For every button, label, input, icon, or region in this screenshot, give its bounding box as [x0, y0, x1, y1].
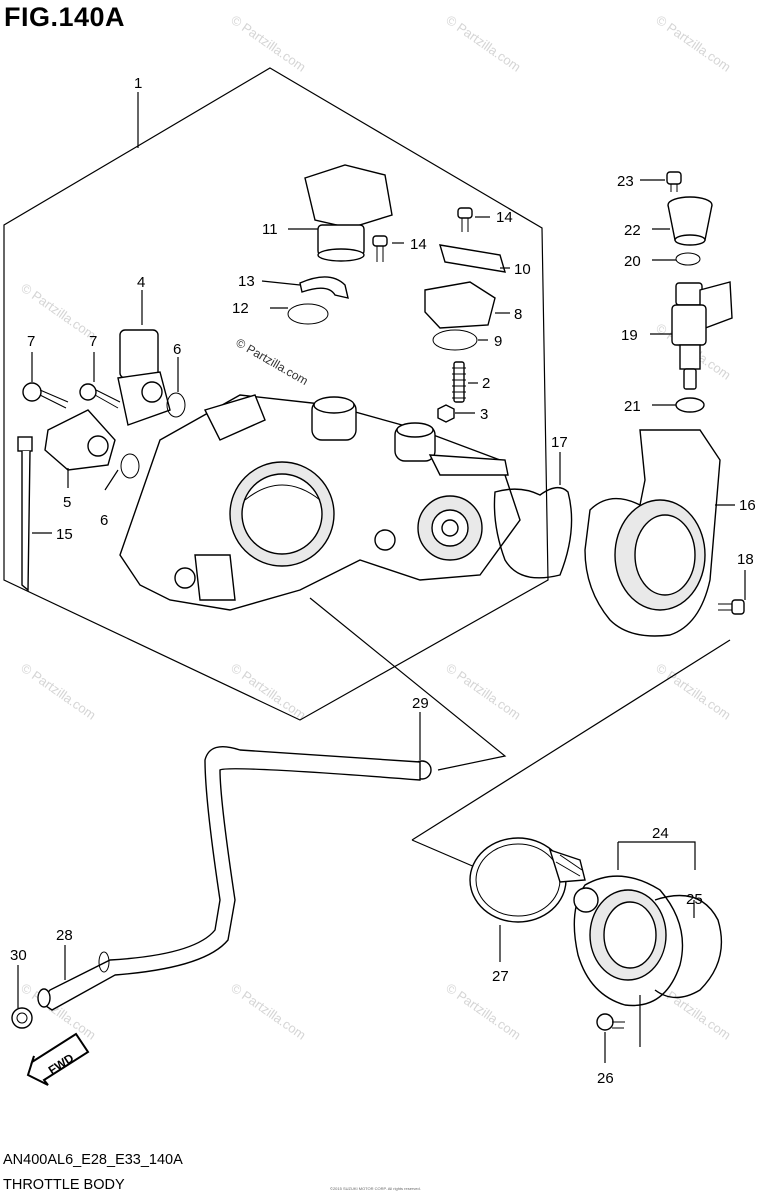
callout-15: 15 [56, 526, 73, 543]
stop-screw-spring [452, 361, 466, 403]
leader-line [617, 841, 696, 870]
watermark: © Partzilla.com [18, 660, 98, 723]
watermark-overlay: © Partzilla.com [234, 335, 311, 388]
callout-26: 26 [597, 1070, 614, 1087]
callout-14a: 14 [496, 209, 513, 226]
callout-2: 2 [482, 375, 490, 392]
figure-name: THROTTLE BODY [3, 1177, 125, 1193]
sensor-bracket [439, 244, 506, 273]
injector-cap [667, 196, 713, 246]
o-ring [675, 252, 701, 266]
callout-28: 28 [56, 927, 73, 944]
throttle-sensor-8 [424, 281, 496, 329]
bolt [596, 1013, 625, 1031]
callout-29: 29 [412, 695, 429, 712]
callout-7b: 7 [89, 333, 97, 350]
intake-pressure-sensor [304, 164, 393, 262]
callout-23: 23 [617, 173, 634, 190]
watermark: © Partzilla.com [443, 980, 523, 1043]
callout-4: 4 [137, 274, 145, 291]
o-ring [120, 453, 140, 479]
callout-21: 21 [624, 398, 641, 415]
vacuum-hose [37, 746, 421, 1011]
callout-18: 18 [737, 551, 754, 568]
watermark: © Partzilla.com [653, 12, 733, 75]
copyright-text: ©2015 SUZUKI MOTOR CORP. All rights rese… [330, 1186, 421, 1191]
clamp-band [469, 837, 586, 923]
screw [457, 207, 473, 232]
leader-line [309, 597, 507, 771]
callout-27: 27 [492, 968, 509, 985]
callout-16: 16 [739, 497, 756, 514]
callout-6a: 6 [173, 341, 181, 358]
callout-11: 11 [262, 221, 278, 238]
callout-17: 17 [551, 434, 568, 451]
figure-title: FIG.140A [4, 2, 126, 32]
watermark: © Partzilla.com [228, 980, 308, 1043]
callout-labels: 1 2 3 4 5 6 6 7 7 8 9 10 11 12 13 14 14 … [10, 75, 756, 1087]
bolt [718, 599, 745, 615]
retaining-clip [299, 276, 349, 299]
callout-13: 13 [238, 273, 255, 290]
leader-line [411, 639, 731, 841]
figure-code: AN400AL6_E28_E33_140A [3, 1152, 183, 1168]
intake-pipe [573, 875, 684, 1007]
callout-1: 1 [134, 75, 142, 92]
callout-20: 20 [624, 253, 641, 270]
assembly-boundary [3, 67, 549, 721]
callout-14b: 14 [410, 236, 427, 253]
callout-22: 22 [624, 222, 641, 239]
cable-tie [17, 436, 33, 592]
screw [79, 383, 121, 409]
hex-nut [437, 404, 455, 423]
forward-direction-arrow: FWD [26, 1032, 90, 1086]
gasket [654, 894, 723, 999]
screw [22, 382, 69, 409]
o-ring [166, 392, 186, 418]
watermark: © Partzilla.com [443, 12, 523, 75]
idle-speed-sensor [44, 409, 116, 471]
callout-25: 25 [686, 891, 703, 908]
o-ring [432, 329, 478, 351]
injector-holder [584, 429, 721, 637]
bolt [666, 171, 682, 192]
throttle-position-sensor [117, 329, 171, 426]
callout-24: 24 [652, 825, 669, 842]
fuel-injector [671, 281, 733, 390]
o-ring [675, 397, 705, 413]
watermark: © Partzilla.com [443, 660, 523, 723]
gasket [493, 487, 573, 579]
callout-7a: 7 [27, 333, 35, 350]
throttle-body [119, 394, 521, 611]
callout-30: 30 [10, 947, 27, 964]
screw [372, 235, 388, 262]
o-ring [287, 303, 329, 325]
callout-9: 9 [494, 333, 502, 350]
watermark: © Partzilla.com [228, 12, 308, 75]
callout-5: 5 [63, 494, 71, 511]
callout-12: 12 [232, 300, 249, 317]
callout-10: 10 [514, 261, 531, 278]
watermark: © Partzilla.com [653, 660, 733, 723]
callout-19: 19 [621, 327, 638, 344]
callout-6b: 6 [100, 512, 108, 529]
hose-clamp [11, 1007, 33, 1029]
callout-3: 3 [480, 406, 488, 423]
callout-leaders [17, 179, 746, 1063]
callout-8: 8 [514, 306, 522, 323]
